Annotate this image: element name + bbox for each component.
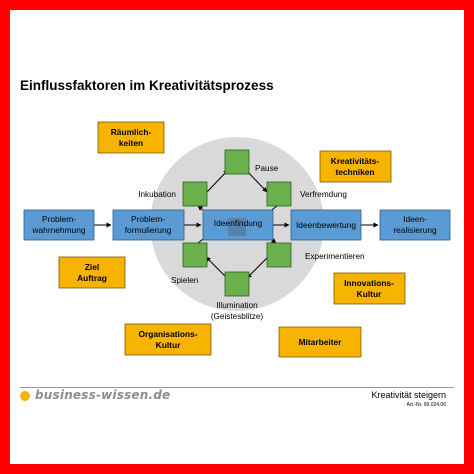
step-label-spielen: Spielen: [171, 276, 199, 285]
factor-organisationskultur-line2: Kultur: [156, 340, 181, 350]
process-ideenbewertung-label: Ideenbewertung: [296, 220, 356, 230]
step-label-inkubation: Inkubation: [138, 190, 176, 199]
cycle-square-inkubation: [182, 181, 208, 207]
process-box-formulierung: Problem- formulierung: [112, 209, 185, 241]
creativity-process-diagram: Problem- wahrnehmung Problem- formulieru…: [23, 121, 451, 358]
arrow-experimentieren-illumination: [246, 256, 269, 279]
factor-box-organisationskultur: Organisations- Kultur: [124, 323, 212, 356]
process-formulierung-line1: Problem-: [131, 214, 165, 224]
factor-kreativitaetstechniken-line1: Kreativitäts-: [331, 156, 380, 166]
factor-mitarbeiter-label: Mitarbeiter: [299, 337, 343, 347]
process-box-wahrnehmung: Problem- wahrnehmung: [23, 209, 95, 241]
process-realisierung-line2: realisierung: [393, 225, 437, 235]
footer-brand: business-wissen.de: [35, 388, 171, 402]
factor-box-raeumlichkeiten: Räumlich- keiten: [97, 121, 165, 154]
cycle-square-illumination: [224, 271, 250, 297]
slide-title: Einflussfaktoren im Kreativitätsprozess: [20, 78, 274, 93]
factor-organisationskultur-line1: Organisations-: [138, 329, 197, 339]
process-box-ideenfindung: Ideenfindung: [202, 209, 274, 241]
step-label-illumination-line1: Illumination: [216, 301, 258, 310]
factor-innovationskultur-line2: Kultur: [357, 289, 382, 299]
factor-box-innovationskultur: Innovations- Kultur: [333, 272, 406, 305]
step-label-verfremdung: Verfremdung: [300, 190, 347, 199]
process-ideenfindung-label: Ideenfindung: [214, 218, 263, 228]
arrow-illumination-spielen: [205, 256, 228, 279]
factor-raeumlichkeiten-line1: Räumlich-: [111, 127, 152, 137]
factor-innovationskultur-line1: Innovations-: [344, 278, 394, 288]
arrow-pause-verfremdung: [245, 169, 268, 193]
process-wahrnehmung-line2: wahrnehmung: [31, 225, 85, 235]
factor-box-ziel-auftrag: Ziel Auftrag: [58, 256, 126, 289]
cycle-square-verfremdung: [266, 181, 292, 207]
factor-ziel-auftrag-line1: Ziel: [85, 262, 99, 272]
step-label-pause: Pause: [255, 164, 279, 173]
process-box-ideenbewertung: Ideenbewertung: [290, 209, 362, 241]
process-realisierung-line1: Ideen-: [403, 214, 427, 224]
cycle-square-pause: [224, 149, 250, 175]
process-box-realisierung: Ideen- realisierung: [379, 209, 451, 241]
arrow-inkubation-pause: [206, 169, 229, 193]
factor-ziel-auftrag-line2: Auftrag: [77, 273, 107, 283]
process-formulierung-line2: formulierung: [125, 225, 172, 235]
brand-dot-icon: [20, 391, 30, 401]
cycle-squares: [182, 149, 292, 297]
factor-box-mitarbeiter: Mitarbeiter: [278, 326, 362, 358]
factor-kreativitaetstechniken-line2: techniken: [335, 167, 374, 177]
footer-divider: [20, 387, 454, 388]
factor-box-kreativitaetstechniken: Kreativitäts- techniken: [319, 150, 392, 183]
process-wahrnehmung-line1: Problem-: [42, 214, 76, 224]
footer-topic: Kreativität steigern: [371, 390, 446, 400]
factor-raeumlichkeiten-line2: keiten: [119, 138, 143, 148]
step-label-illumination-line2: (Geistesblitze): [211, 312, 264, 321]
cycle-square-spielen: [182, 242, 208, 268]
center-overlap-square: [228, 218, 246, 236]
footer-article-number: Art.-Nr. 99.024.06: [406, 402, 446, 408]
step-label-experimentieren: Experimentieren: [305, 252, 365, 261]
cycle-square-experimentieren: [266, 242, 292, 268]
